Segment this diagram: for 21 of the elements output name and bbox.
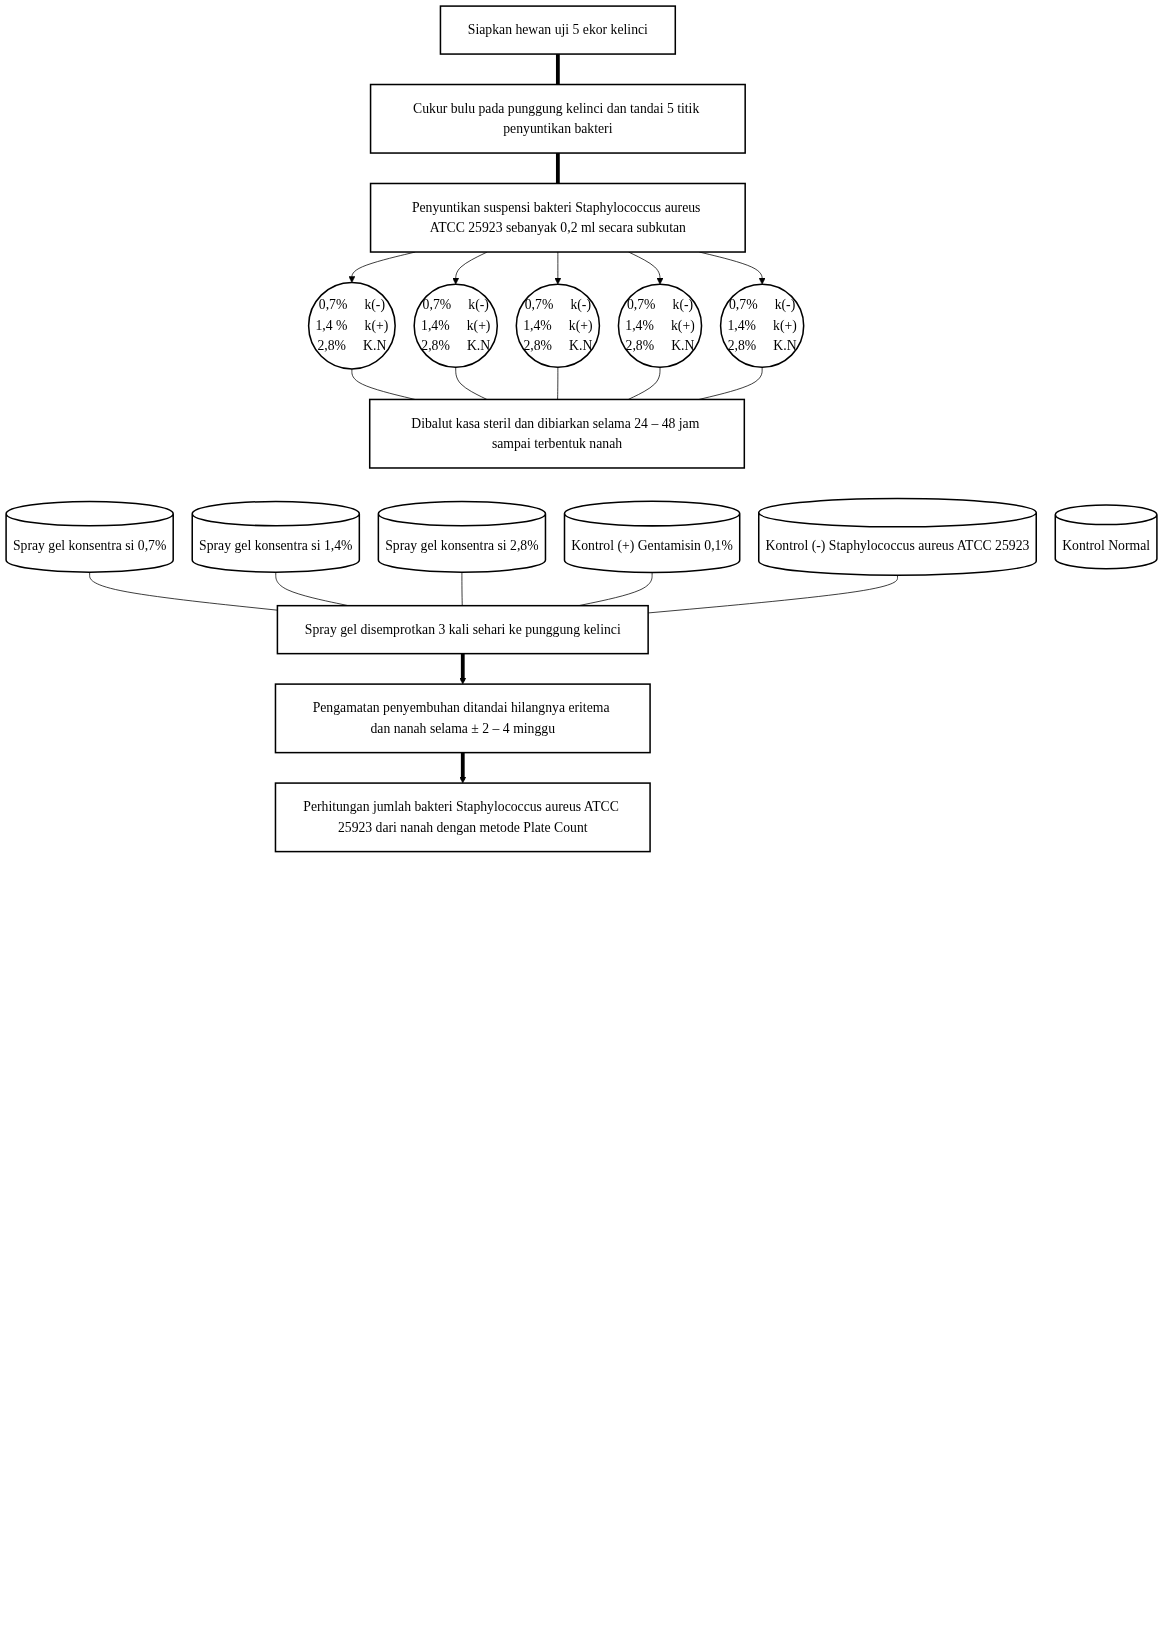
node-box: Siapkan hewan uji 5 ekor kelinci	[439, 5, 677, 55]
node-box: Dibalut kasa steril dan dibiarkan selama 24 – 48 jam sampai terbentuk nanah	[368, 398, 746, 469]
node-circle: 0,7% k(-) 1,4% k(+) 2,8% K.N	[617, 283, 703, 369]
node-box: Pengamatan penyembuhan ditandai hilangnya eritema dan nanah selama ± 2 – 4 minggu	[274, 683, 651, 754]
node-circle: 0,7% k(-) 1,4 % k(+) 2,8% K.N	[307, 281, 396, 370]
connector	[555, 153, 560, 184]
connector	[557, 366, 559, 400]
node-circle: 0,7% k(-) 1,4% k(+) 2,8% K.N	[515, 283, 601, 369]
node-circle: 0,7% k(-) 1,4% k(+) 2,8% K.N	[413, 283, 499, 369]
connector	[555, 54, 560, 85]
node-box: Cukur bulu pada punggung kelinci dan tandai 5 titik penyuntikan bakteri	[369, 83, 746, 154]
connector	[455, 366, 488, 400]
arrow	[459, 653, 467, 685]
arrow	[459, 752, 467, 784]
node-box: Spray gel disemprotkan 3 kali sehari ke punggung kelinci	[276, 604, 649, 655]
node-circle: 0,7% k(-) 1,4% k(+) 2,8% K.N	[719, 283, 805, 369]
connector	[627, 366, 661, 400]
connector	[461, 571, 463, 607]
connector	[89, 571, 278, 611]
node-box: Penyuntikan suspensi bakteri Staphylococcus aureus ATCC 25923 sebanyak 0,2 ml secara subkutan	[369, 182, 746, 253]
node-box: Perhitungan jumlah bakteri Staphylococcus aureus ATCC 25923 dari nanah dengan metode Plate Count	[274, 782, 651, 853]
